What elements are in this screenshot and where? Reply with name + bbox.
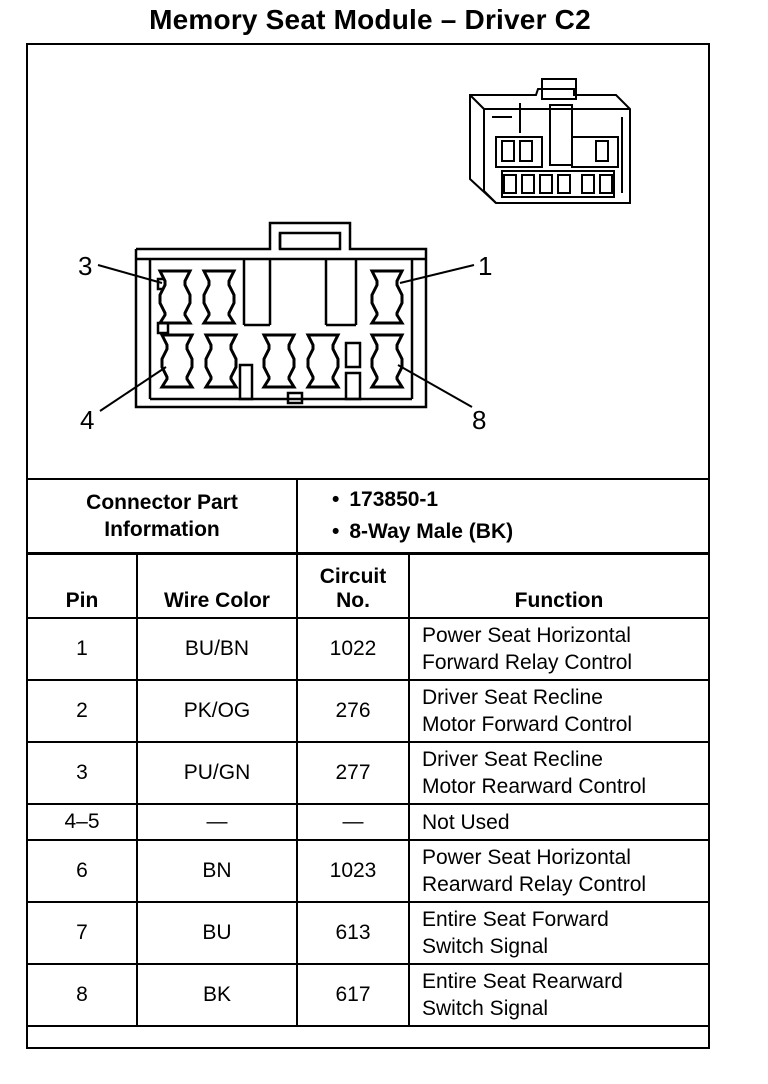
cell-circuit: 617 — [296, 963, 410, 1027]
cell-wire-color: PK/OG — [136, 679, 298, 743]
cell-circuit: — — [296, 803, 410, 841]
cell-function: Not Used — [408, 803, 710, 841]
cavity-pin-2 — [201, 269, 237, 325]
cell-wire-color: BN — [136, 839, 298, 903]
callout-pin-3: 3 — [78, 251, 93, 281]
table-row: 8 BK 617 Entire Seat Rearward Switch Sig… — [26, 963, 710, 1027]
table-row: 4–5 — — Not Used — [26, 803, 710, 841]
function-line2: Motor Rearward Control — [422, 775, 647, 798]
header-function: Function — [408, 553, 710, 619]
cell-function: Power Seat Horizontal Forward Relay Cont… — [408, 617, 710, 681]
connector-3d-sketch — [97, 78, 631, 412]
header-circuit-line1: Circuit — [319, 565, 387, 588]
table-row: 7 BU 613 Entire Seat Forward Switch Sign… — [26, 901, 710, 965]
cell-wire-color: BU — [136, 901, 298, 965]
table-row: 6 BN 1023 Power Seat Horizontal Rearward… — [26, 839, 710, 903]
connector-type: 8-Way Male (BK) — [332, 516, 707, 548]
connector-part-label-line1: Connector Part — [86, 491, 238, 514]
pinout-table: Pin Wire Color Circuit No. Function 1 BU… — [26, 553, 710, 1027]
cell-circuit: 276 — [296, 679, 410, 743]
cell-wire-color: — — [136, 803, 298, 841]
cell-pin: 8 — [26, 963, 138, 1027]
cell-function: Driver Seat Recline Motor Rearward Contr… — [408, 741, 710, 805]
function-line2: Switch Signal — [422, 935, 549, 958]
cell-function: Entire Seat Forward Switch Signal — [408, 901, 710, 965]
cavity-pin-3 — [157, 269, 193, 325]
connector-part-values: 173850-1 8-Way Male (BK) — [296, 478, 710, 554]
cell-pin: 2 — [26, 679, 138, 743]
cell-wire-color: BU/BN — [136, 617, 298, 681]
header-circuit-no: Circuit No. — [296, 553, 410, 619]
page-title: Memory Seat Module – Driver C2 — [149, 4, 591, 35]
cell-circuit: 1023 — [296, 839, 410, 903]
connector-part-label-line2: Information — [104, 518, 220, 541]
cell-pin: 4–5 — [26, 803, 138, 841]
cell-wire-color: PU/GN — [136, 741, 298, 805]
cell-pin: 1 — [26, 617, 138, 681]
cell-wire-color: BK — [136, 963, 298, 1027]
callout-pin-8: 8 — [472, 405, 487, 435]
connector-part-info: Connector Part Information 173850-1 8-Wa… — [26, 478, 710, 554]
cavity-pin-1 — [369, 269, 405, 325]
function-line1: Power Seat Horizontal — [422, 624, 631, 647]
cell-circuit: 1022 — [296, 617, 410, 681]
cavity-pin-6 — [261, 333, 297, 389]
cell-circuit: 613 — [296, 901, 410, 965]
function-line1: Entire Seat Rearward — [422, 970, 623, 993]
callout-pin-1: 1 — [478, 251, 493, 281]
cell-function: Power Seat Horizontal Rearward Relay Con… — [408, 839, 710, 903]
header-circuit-line2: No. — [336, 589, 370, 612]
cavity-pin-8 — [369, 333, 405, 389]
function-line1: Driver Seat Recline — [422, 686, 603, 709]
header-pin: Pin — [26, 553, 138, 619]
cavity-pin-7 — [305, 333, 341, 389]
function-line2: Rearward Relay Control — [422, 873, 647, 896]
connector-part-number: 173850-1 — [332, 484, 707, 516]
function-line2: Switch Signal — [422, 997, 549, 1020]
header-wire-color: Wire Color — [136, 553, 298, 619]
cavity-pin-5 — [203, 333, 239, 389]
table-row: 1 BU/BN 1022 Power Seat Horizontal Forwa… — [26, 617, 710, 681]
table-header-row: Pin Wire Color Circuit No. Function — [26, 553, 710, 619]
function-line1: Entire Seat Forward — [422, 908, 609, 931]
function-line1: Driver Seat Recline — [422, 748, 603, 771]
table-row: 3 PU/GN 277 Driver Seat Recline Motor Re… — [26, 741, 710, 805]
cell-function: Entire Seat Rearward Switch Signal — [408, 963, 710, 1027]
cell-circuit: 277 — [296, 741, 410, 805]
function-line1: Not Used — [422, 810, 510, 834]
function-line1: Power Seat Horizontal — [422, 846, 631, 869]
connector-diagram: 3 1 4 8 — [26, 43, 710, 479]
cavity-pin-4 — [159, 333, 195, 389]
cell-pin: 6 — [26, 839, 138, 903]
cell-pin: 3 — [26, 741, 138, 805]
function-line2: Motor Forward Control — [422, 713, 633, 736]
callout-pin-4: 4 — [80, 405, 95, 435]
cell-pin: 7 — [26, 901, 138, 965]
connector-part-label: Connector Part Information — [26, 478, 298, 554]
cell-function: Driver Seat Recline Motor Forward Contro… — [408, 679, 710, 743]
function-line2: Forward Relay Control — [422, 651, 633, 674]
table-row: 2 PK/OG 276 Driver Seat Recline Motor Fo… — [26, 679, 710, 743]
